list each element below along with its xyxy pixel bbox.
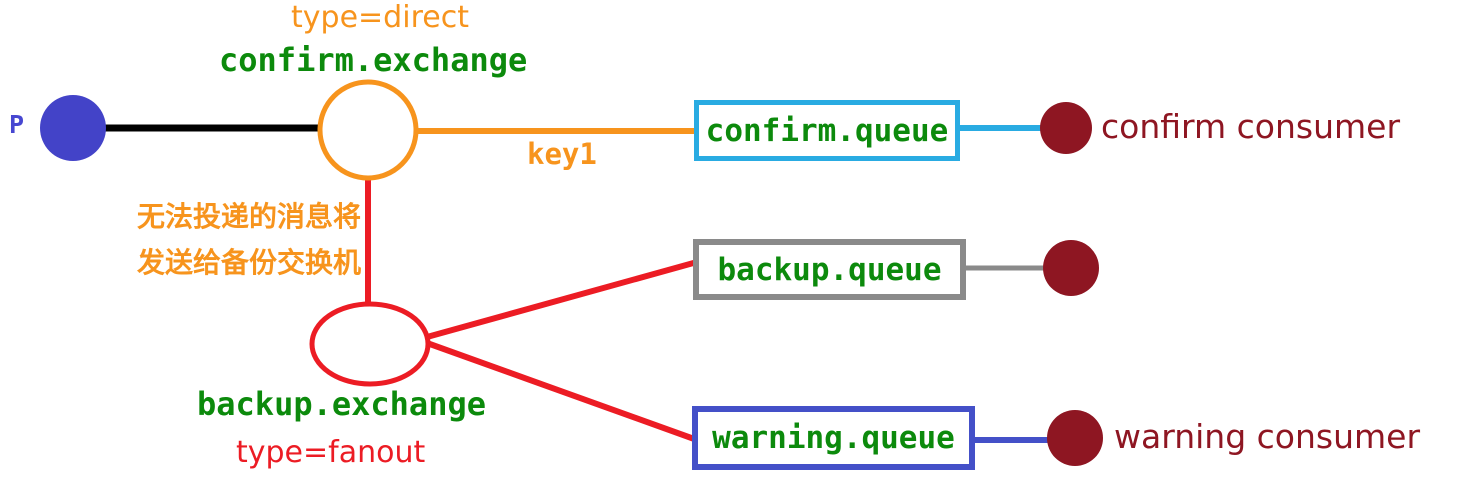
backup-consumer-circle (1043, 240, 1099, 296)
warning-queue-name: warning.queue (712, 420, 955, 456)
backup-queue-name: backup.queue (717, 251, 942, 288)
confirm-queue-box: confirm.queue (694, 100, 960, 161)
confirm-exchange-type-label: type=direct (291, 0, 469, 35)
backup-exchange-ellipse (309, 301, 431, 387)
producer-label: P (9, 110, 25, 139)
warning-consumer-circle (1047, 410, 1103, 466)
warning-consumer-label: warning consumer (1114, 417, 1421, 456)
backup-queue-box: backup.queue (693, 239, 966, 300)
producer-circle (40, 95, 106, 161)
routing-key-label: key1 (527, 137, 597, 171)
backup-note-line1: 无法投递的消息将 (137, 200, 362, 233)
backup-exchange-name-label: backup.exchange (197, 385, 486, 423)
confirm-consumer-circle (1040, 102, 1092, 154)
confirm-consumer-label: confirm consumer (1101, 107, 1401, 146)
backup-exchange-to-warning-queue-line (425, 340, 699, 443)
backup-note-line2: 发送给备份交换机 (137, 246, 362, 279)
confirm-exchange-name-label: confirm.exchange (219, 41, 528, 79)
warning-queue-box: warning.queue (692, 406, 975, 470)
confirm-exchange-circle (317, 79, 419, 181)
backup-exchange-type-label: type=fanout (236, 435, 426, 470)
confirm-queue-name: confirm.queue (705, 112, 949, 149)
backup-note: 无法投递的消息将 发送给备份交换机 (137, 194, 361, 286)
backup-exchange-to-backup-queue-line (426, 259, 698, 340)
